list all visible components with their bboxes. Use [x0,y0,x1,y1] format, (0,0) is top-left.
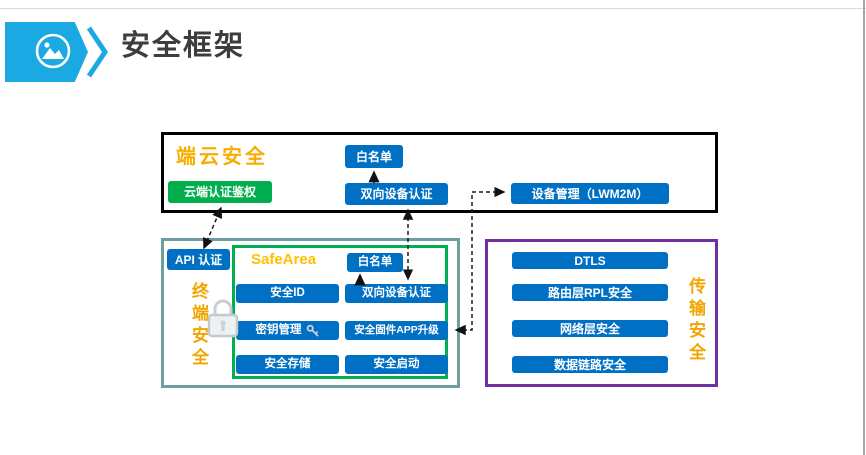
node-key-mgmt-label: 密钥管理 [255,323,302,336]
node-datalink-security[interactable]: 数据链路安全 [512,356,668,373]
node-device-mgmt[interactable]: 设备管理（LWM2M） [511,183,669,204]
chevron-right-icon [86,26,109,78]
safearea-title: SafeArea [251,251,317,268]
node-whitelist-safearea[interactable]: 白名单 [347,253,403,272]
cloud-security-box [161,132,718,213]
node-key-mgmt[interactable]: 密钥管理 [236,321,339,340]
node-mutual-auth-safearea-label: 双向设备认证 [362,286,431,299]
node-secure-storage-label: 安全存储 [264,357,311,370]
slide-top-border [0,8,866,9]
title-banner [5,22,88,82]
key-icon [306,324,319,337]
node-network-security[interactable]: 网络层安全 [512,320,668,337]
node-rpl-security[interactable]: 路由层RPL安全 [512,284,668,301]
cloud-security-title: 端云安全 [176,144,268,168]
node-network-security-label: 网络层安全 [559,321,620,336]
node-secure-boot-label: 安全启动 [373,357,420,370]
slide-right-border [863,0,865,455]
node-device-mgmt-label: 设备管理（LWM2M） [531,186,649,201]
node-rpl-security-label: 路由层RPL安全 [547,285,632,300]
page-title: 安全框架 [121,28,246,62]
node-secure-storage[interactable]: 安全存储 [236,355,339,374]
node-whitelist-cloud[interactable]: 白名单 [345,145,403,168]
node-secure-id[interactable]: 安全ID [236,284,339,303]
node-cloud-auth-label: 云端认证鉴权 [183,185,256,199]
node-secure-boot[interactable]: 安全启动 [345,355,448,374]
picture-icon [35,33,71,69]
node-mutual-auth-cloud[interactable]: 双向设备认证 [345,183,448,205]
node-cloud-auth[interactable]: 云端认证鉴权 [168,181,272,203]
node-dtls[interactable]: DTLS [512,252,668,269]
node-whitelist-safearea-label: 白名单 [357,255,393,268]
node-mutual-auth-cloud-label: 双向设备认证 [360,187,433,201]
transport-security-title: 传输安全 [685,277,705,365]
node-secure-id-label: 安全ID [270,286,305,299]
node-dtls-label: DTLS [574,253,606,268]
node-whitelist-cloud-label: 白名单 [355,149,392,164]
node-mutual-auth-safearea[interactable]: 双向设备认证 [345,284,448,303]
node-secure-firmware[interactable]: 安全固件APP升级 [345,321,448,340]
safearea-box [232,245,448,379]
node-api-auth[interactable]: API 认证 [167,249,230,270]
node-api-auth-label: API 认证 [174,252,223,267]
node-secure-firmware-label: 安全固件APP升级 [354,324,439,337]
terminal-security-title: 终端安全 [188,282,208,370]
node-datalink-security-label: 数据链路安全 [553,357,626,372]
